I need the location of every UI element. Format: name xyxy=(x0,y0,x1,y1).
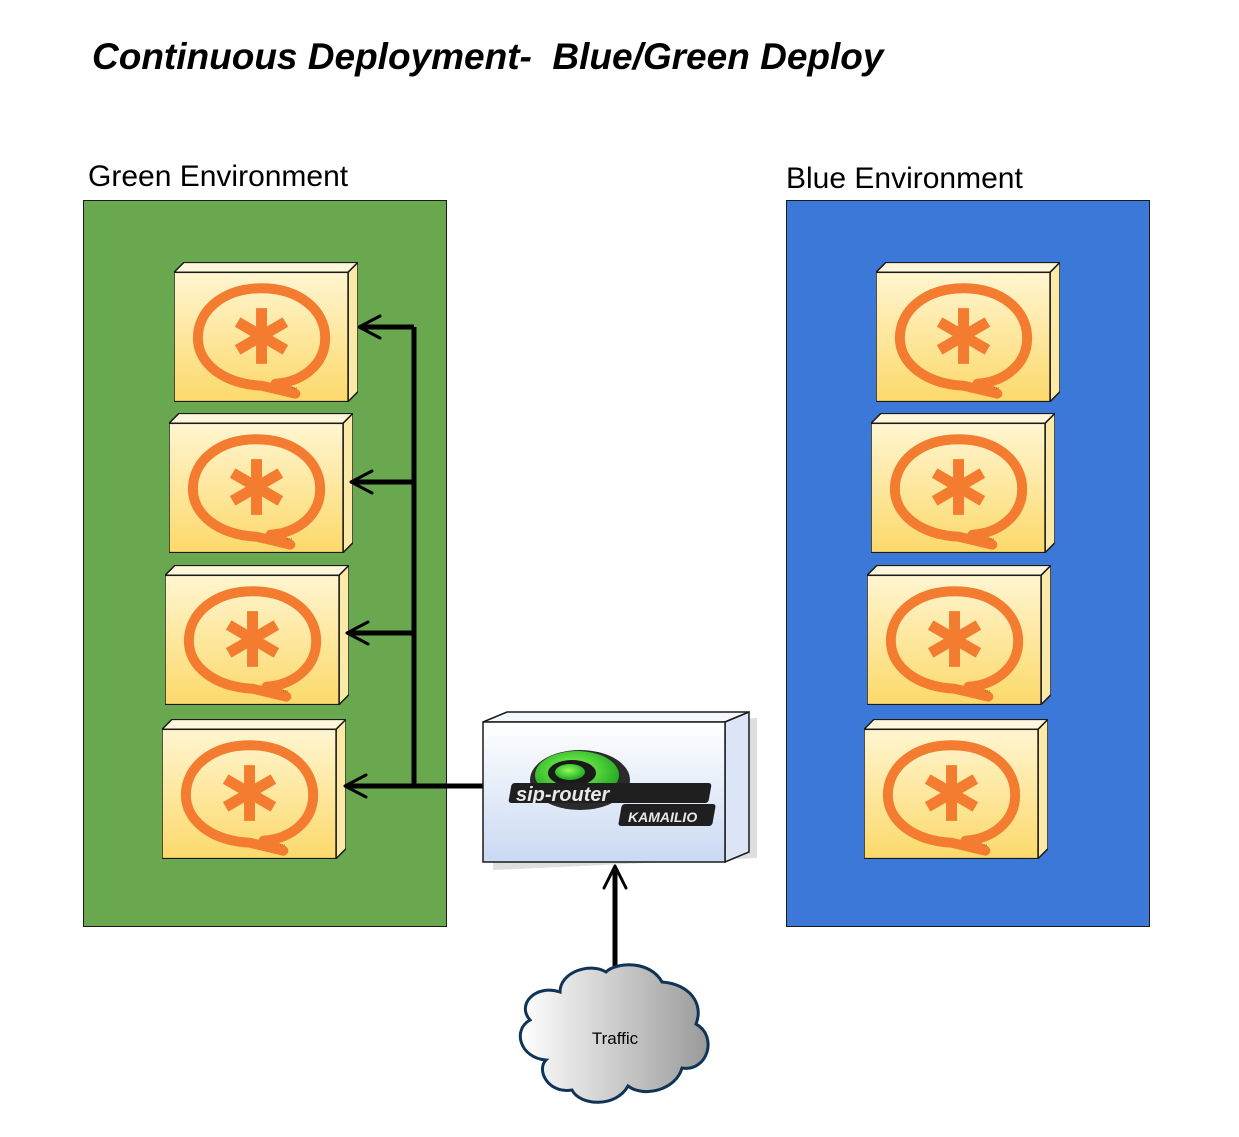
traffic-cloud: Traffic xyxy=(518,963,710,1104)
arrowhead-server-3 xyxy=(345,620,370,646)
router-connectors xyxy=(348,324,483,789)
diagram-title: Continuous Deployment- Blue/Green Deploy xyxy=(92,36,884,77)
arrowhead-server-1 xyxy=(357,314,382,340)
green-server-3 xyxy=(165,565,349,704)
blue-environment-label: Blue Environment xyxy=(786,162,1023,195)
blue-server-1 xyxy=(876,262,1060,401)
green-server-4 xyxy=(162,719,346,858)
router-logo-subtext: KAMAILIO xyxy=(628,809,697,825)
blue-server-2 xyxy=(871,413,1055,552)
router-node: sip-router KAMAILIO xyxy=(482,710,757,870)
green-environment-label: Green Environment xyxy=(88,160,349,193)
green-server-2 xyxy=(169,413,353,552)
router-logo-text: sip-router xyxy=(516,784,611,806)
blue-server-4 xyxy=(864,719,1048,858)
traffic-arrowhead xyxy=(602,864,628,890)
arrowhead-server-4 xyxy=(343,773,368,799)
arrowhead-server-2 xyxy=(349,469,374,495)
kamailio-logo-icon: sip-router KAMAILIO xyxy=(508,750,716,826)
blue-server-3 xyxy=(867,565,1051,704)
green-server-1 xyxy=(174,262,358,401)
traffic-label: Traffic xyxy=(592,1029,639,1048)
